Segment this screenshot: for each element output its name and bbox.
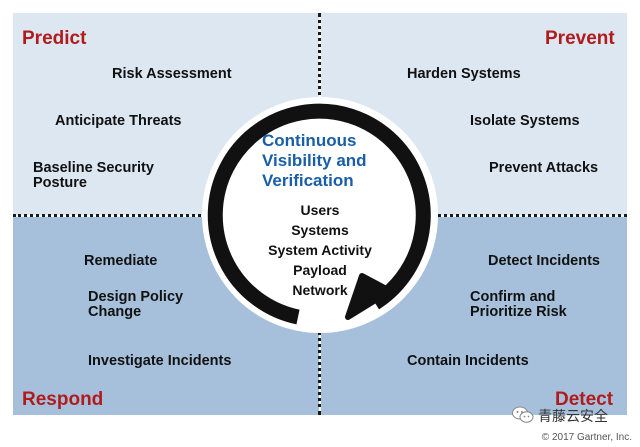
predict-item-risk-assessment: Risk Assessment [112,66,232,82]
cycle-arrowhead [345,273,393,320]
wechat-icon [512,406,534,423]
predict-item-baseline-posture: Baseline Security Posture [33,160,154,191]
prevent-title: Prevent [545,28,615,49]
prevent-item-prevent-attacks: Prevent Attacks [489,160,599,176]
respond-item-design-policy-change: Design Policy Change [88,289,184,320]
center-item-list: Users Systems System Activity Payload Ne… [255,200,385,300]
copyright-footer: © 2017 Gartner, Inc. [541,432,632,443]
detect-title: Detect [555,389,614,410]
center-item-system-activity: System Activity [268,242,372,258]
prevent-item-harden-systems: Harden Systems [407,66,521,82]
respond-item-investigate-incidents: Investigate Incidents [88,353,232,369]
respond-item-remediate: Remediate [84,253,158,269]
detect-item-contain-incidents: Contain Incidents [407,353,529,369]
prevent-item-isolate-systems: Isolate Systems [470,113,580,129]
respond-title: Respond [22,389,104,410]
predict-title: Predict [22,28,87,49]
cycle-arrow-arc [207,103,431,325]
predict-item-anticipate-threats: Anticipate Threats [55,113,182,129]
center-item-systems: Systems [291,222,349,238]
watermark-text: 青藤云安全 [538,409,608,425]
detect-item-detect-incidents: Detect Incidents [488,253,600,269]
center-circle [202,97,438,333]
center-title: Continuous Visibility and Verification [262,131,367,190]
wechat-watermark: 青藤云安全 [512,404,632,426]
detect-item-confirm-prioritize: Confirm and Prioritize Risk [470,289,567,320]
center-item-payload: Payload [293,262,347,278]
center-item-users: Users [300,202,340,218]
center-item-network: Network [292,282,348,298]
